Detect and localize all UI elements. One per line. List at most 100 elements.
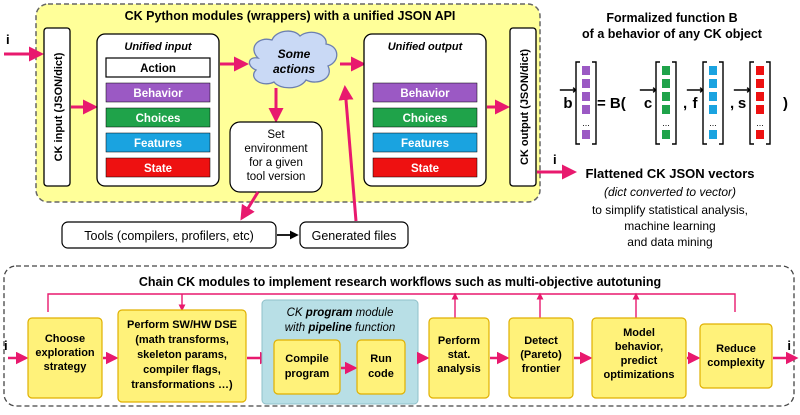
unified-output-item-label: Choices <box>403 113 448 125</box>
pipeline-title: CK program module <box>287 307 394 319</box>
vector-c: ... <box>655 61 677 145</box>
stage-reduce-l2: complexity <box>707 357 765 369</box>
vector-bracket-right <box>592 61 597 145</box>
unified-output-item-label: State <box>411 163 439 175</box>
stage-explore <box>27 317 103 399</box>
environment-line: for a given <box>249 157 303 169</box>
vector-cell <box>582 105 590 114</box>
vector-cell <box>662 105 670 114</box>
stage-dse <box>117 309 247 403</box>
unified-input-item-label: Action <box>140 63 176 75</box>
stage-dse-l3: skeleton params, <box>137 349 227 361</box>
stage-explore-l1: Choose <box>45 333 85 345</box>
unified-input-item-state <box>105 157 211 178</box>
environment-line: environment <box>244 143 308 155</box>
vector-ellipsis: ... <box>582 118 590 128</box>
purpose-line-1: to simplify statistical analysis, <box>592 203 748 217</box>
stage-model-l3: predict <box>621 355 658 367</box>
flattened-heading: Flattened CK JSON vectors <box>585 166 754 181</box>
formula: ⟶ b ... = B( ⟶ c ... , ⟶ f ... , ⟶ s ...… <box>559 61 788 145</box>
unified-input-item-label: Behavior <box>133 88 183 100</box>
vector-cell <box>756 130 764 139</box>
ck-input-label: CK input (JSON/dict) <box>53 52 65 161</box>
env-to-tools-arrow <box>240 191 260 221</box>
vector-c-symbol: c <box>644 95 652 112</box>
vector-b-arrow: ⟶ <box>559 83 576 97</box>
generated-to-output-arrow <box>338 85 358 222</box>
vector-b: ... <box>575 61 597 145</box>
vector-cell <box>709 92 717 101</box>
unified-input-item-behavior <box>105 82 211 103</box>
vector-cell <box>662 130 670 139</box>
stage-pareto-l3: frontier <box>522 363 561 375</box>
unified-output-item-state <box>372 157 478 178</box>
vector-cell <box>582 130 590 139</box>
feedback-loop <box>47 293 736 312</box>
generated-files-label: Generated files <box>312 229 397 243</box>
vector-c-arrow: ⟶ <box>639 83 656 97</box>
vector-cell <box>662 92 670 101</box>
vector-cell <box>582 79 590 88</box>
formula-equals-b: = B( <box>597 95 626 112</box>
vector-bracket-left <box>575 61 580 145</box>
stage-stat <box>428 317 490 399</box>
vector-cell <box>662 66 670 75</box>
ck-output-label: CK output (JSON/dict) <box>519 49 531 165</box>
vector-cell <box>582 92 590 101</box>
unified-input-item-choices <box>105 107 211 128</box>
unified-output-item-label: Features <box>401 138 449 150</box>
chain-output-i-label: i <box>787 338 791 353</box>
output-i-label: i <box>553 152 557 167</box>
vector-cell <box>582 66 590 75</box>
vector-bracket-left <box>749 61 754 145</box>
environment-line: tool version <box>247 171 306 183</box>
vector-f-symbol: f <box>693 95 699 112</box>
stage-stat-l3: analysis <box>437 363 480 375</box>
pipeline-subtitle: with pipeline function <box>285 322 396 334</box>
stage-model <box>591 317 687 399</box>
stage-run-l1: Run <box>370 353 392 365</box>
environment-box <box>229 121 323 193</box>
chain-input-i-label: i <box>4 338 8 353</box>
stage-stat-l1: Perform <box>438 335 480 347</box>
unified-input-item-action <box>105 57 211 78</box>
bottom-title: Chain CK modules to implement research w… <box>139 275 661 289</box>
stage-run <box>356 339 406 395</box>
vector-cell <box>709 79 717 88</box>
stage-compile-l1: Compile <box>285 353 328 365</box>
vector-ellipsis: ... <box>756 118 764 128</box>
stage-pareto-l1: Detect <box>524 335 558 347</box>
tools-box <box>61 221 277 249</box>
stage-reduce <box>699 323 773 389</box>
unified-output-item-behavior <box>372 82 478 103</box>
ck-output-box <box>509 27 537 187</box>
vector-ellipsis: ... <box>709 118 717 128</box>
unified-input-title: Unified input <box>124 41 193 53</box>
vector-cell <box>756 79 764 88</box>
vector-f-arrow: ⟶ <box>686 83 703 97</box>
vector-bracket-left <box>655 61 660 145</box>
vector-cell <box>662 79 670 88</box>
vector-cell <box>756 105 764 114</box>
top-title: CK Python modules (wrappers) with a unif… <box>125 9 456 23</box>
unified-input-item-label: State <box>144 163 172 175</box>
unified-output-item-label: Behavior <box>400 88 450 100</box>
vector-b-symbol: b <box>563 95 572 112</box>
formula-close: ) <box>783 95 788 112</box>
vector-cell <box>756 92 764 101</box>
input-i-label: i <box>6 32 10 47</box>
vector-cell <box>709 105 717 114</box>
ck-input-box <box>43 27 71 187</box>
stage-compile <box>273 339 341 395</box>
stage-explore-l3: strategy <box>44 361 88 373</box>
vector-bracket-right <box>719 61 724 145</box>
vector-s: ... <box>749 61 771 145</box>
vector-s-arrow: ⟶ <box>733 83 750 97</box>
vector-ellipsis: ... <box>662 118 670 128</box>
purpose-line-2: machine learning <box>624 219 715 233</box>
generated-files-box <box>299 221 409 249</box>
vector-cell <box>756 66 764 75</box>
stage-dse-l1: Perform SW/HW DSE <box>127 319 237 331</box>
stage-explore-l2: exploration <box>35 347 95 359</box>
